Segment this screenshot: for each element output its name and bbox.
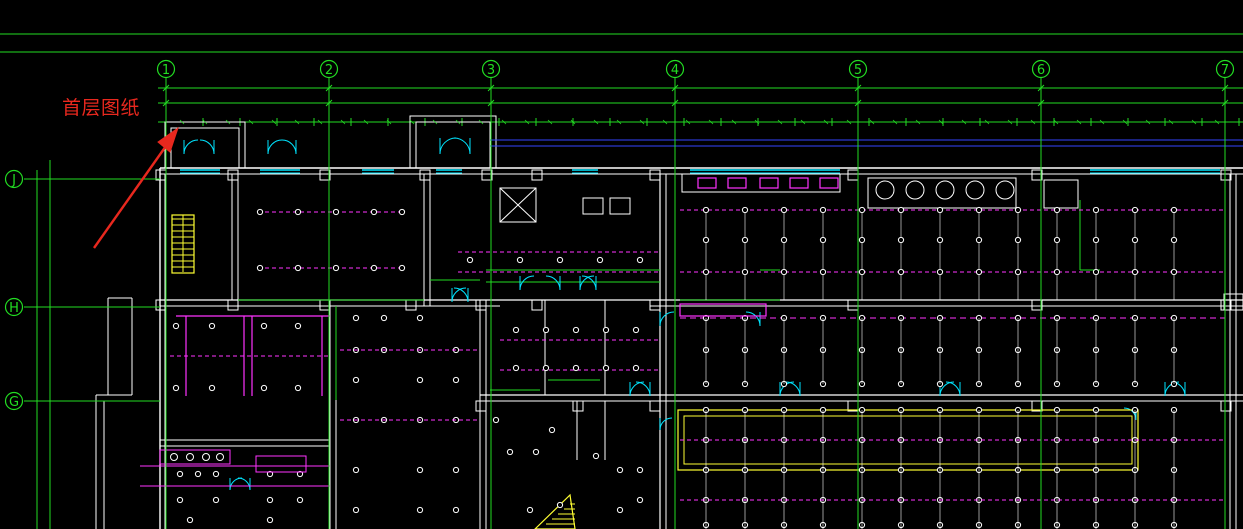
- annotation-arrow: [93, 126, 179, 249]
- grid-column-2: 2: [319, 59, 339, 529]
- svg-text:4: 4: [671, 63, 679, 78]
- grid-column-6: 6: [1031, 59, 1051, 529]
- svg-text:5: 5: [854, 63, 862, 78]
- svg-text:6: 6: [1037, 63, 1045, 78]
- grid-axes: 1 2 3 4 5 6 7J H G: [4, 59, 1235, 529]
- grid-column-1: 1: [156, 59, 176, 529]
- svg-text:3: 3: [487, 63, 495, 78]
- svg-text:J: J: [11, 173, 16, 188]
- grid-column-7: 7: [1215, 59, 1235, 529]
- grid-row-H: H: [4, 297, 160, 317]
- svg-text:G: G: [9, 395, 19, 410]
- svg-text:7: 7: [1221, 63, 1229, 78]
- floor-plan-annotation: 首层图纸: [62, 97, 141, 119]
- grid-column-3: 3: [481, 59, 501, 529]
- grid-row-G: G: [4, 391, 160, 411]
- svg-text:H: H: [9, 301, 19, 316]
- grid-column-5: 5: [848, 59, 868, 529]
- svg-text:1: 1: [162, 63, 170, 78]
- grid-column-4: 4: [665, 59, 685, 529]
- grid-row-J: J: [4, 169, 160, 189]
- svg-text:2: 2: [325, 63, 333, 78]
- plan-linework: [0, 33, 1243, 529]
